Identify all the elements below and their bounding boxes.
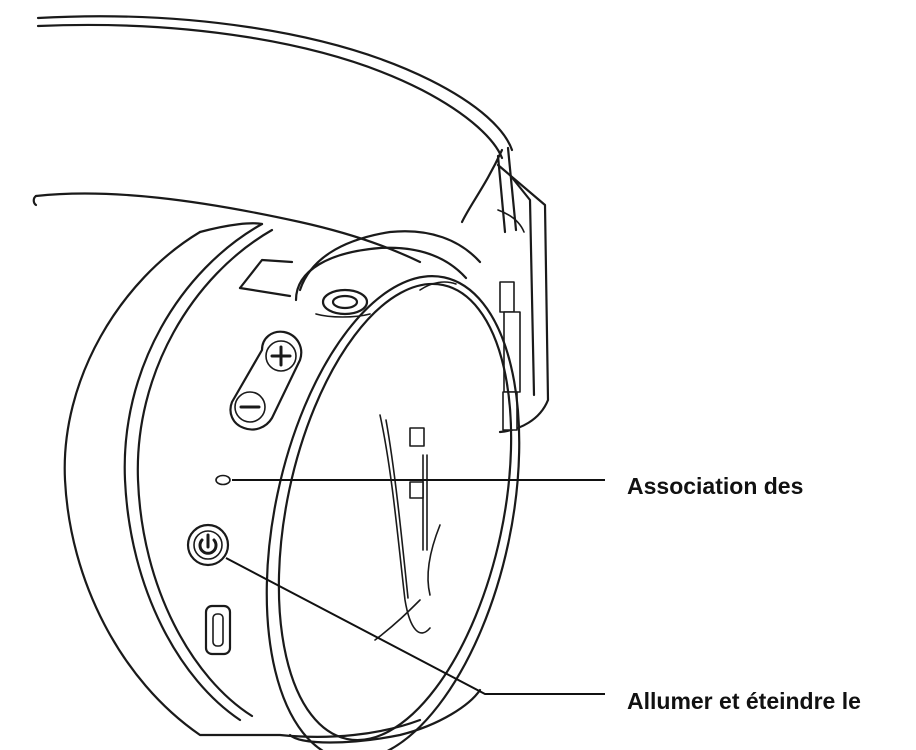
yoke xyxy=(496,163,550,434)
pairing-callout-label: Association des xyxy=(627,473,804,499)
pairing-led xyxy=(215,474,231,486)
power-button xyxy=(186,523,230,567)
headband xyxy=(36,15,518,234)
earcup-shell xyxy=(63,222,482,744)
ear-cushion-top xyxy=(32,192,422,264)
usb-port-icon xyxy=(204,604,232,656)
yoke-pivot xyxy=(238,230,482,318)
plus-icon xyxy=(265,340,297,372)
callout-leaders xyxy=(225,479,605,695)
brand-logo-icon xyxy=(374,414,441,641)
power-icon xyxy=(198,533,218,555)
power-callout-label: Allumer et éteindre le xyxy=(627,688,861,714)
earcup-faceplate xyxy=(265,275,521,750)
power-leader-line xyxy=(225,557,605,695)
minus-icon xyxy=(234,391,266,423)
volume-rocker xyxy=(229,330,303,431)
